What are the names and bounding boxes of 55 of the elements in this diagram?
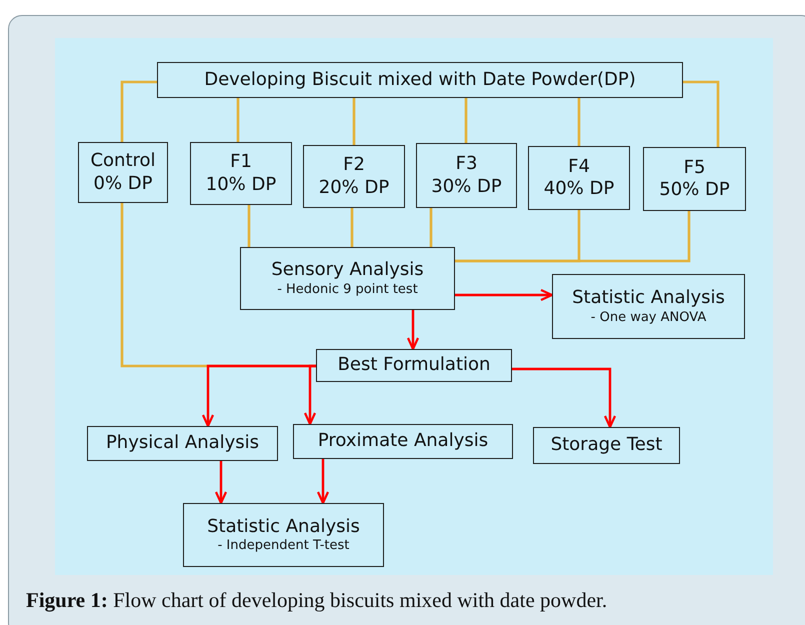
process-box [643,147,746,211]
connector-line [120,80,157,142]
process-box [316,349,512,382]
box-title: F2 [343,154,365,176]
box-subtitle: - One way ANOVA [590,310,706,326]
arrow [406,310,420,350]
figure-caption: Figure 1: Flow chart of developing biscuits mixed with date powder. [26,588,608,613]
connector-line [352,98,356,145]
process-box [416,143,517,208]
connector-line [248,205,250,247]
box-subtitle: 30% DP [431,176,502,198]
process-box [240,247,455,310]
process-box [293,424,513,459]
arrow [304,364,316,426]
box-title: Proximate Analysis [318,430,488,453]
connector-line [464,98,468,143]
arrow [316,459,330,504]
connector-line [455,211,690,262]
connector-line [578,98,580,146]
box-subtitle: - Hedonic 9 point test [277,282,418,298]
box-subtitle: 20% DP [318,176,390,199]
box-subtitle: 40% DP [544,178,614,200]
box-subtitle: - Independent T-test [218,538,350,554]
process-box [183,503,384,567]
box-title: Sensory Analysis [271,259,424,282]
box-title: F4 [568,156,590,178]
process-box [533,427,680,464]
box-title: Best Formulation [338,354,490,377]
connector-line [350,208,354,247]
arrow [455,288,554,302]
connector-line [120,203,316,368]
box-title: Statistic Analysis [572,287,725,310]
process-box [87,426,278,461]
connector-line [683,80,720,147]
box-title: F5 [684,156,706,179]
process-box [190,142,292,205]
box-title: Physical Analysis [106,432,260,455]
process-box [303,145,405,208]
connector-line [236,98,240,142]
arrow [214,461,228,504]
box-title: Developing Biscuit mixed with Date Powder(DP) [204,68,636,92]
box-title: Storage Test [550,434,662,457]
process-box [552,274,745,339]
arrow [512,368,616,428]
box-title: Statistic Analysis [207,516,360,538]
box-subtitle: 50% DP [659,179,730,202]
box-subtitle: 0% DP [94,172,152,195]
connector-line [430,208,432,247]
box-title: F1 [230,151,252,174]
box-subtitle: 10% DP [206,174,276,196]
box-title: Control [90,150,156,172]
process-box [528,146,630,210]
process-box [78,142,168,203]
process-box [157,62,683,98]
box-title: F3 [456,153,478,176]
